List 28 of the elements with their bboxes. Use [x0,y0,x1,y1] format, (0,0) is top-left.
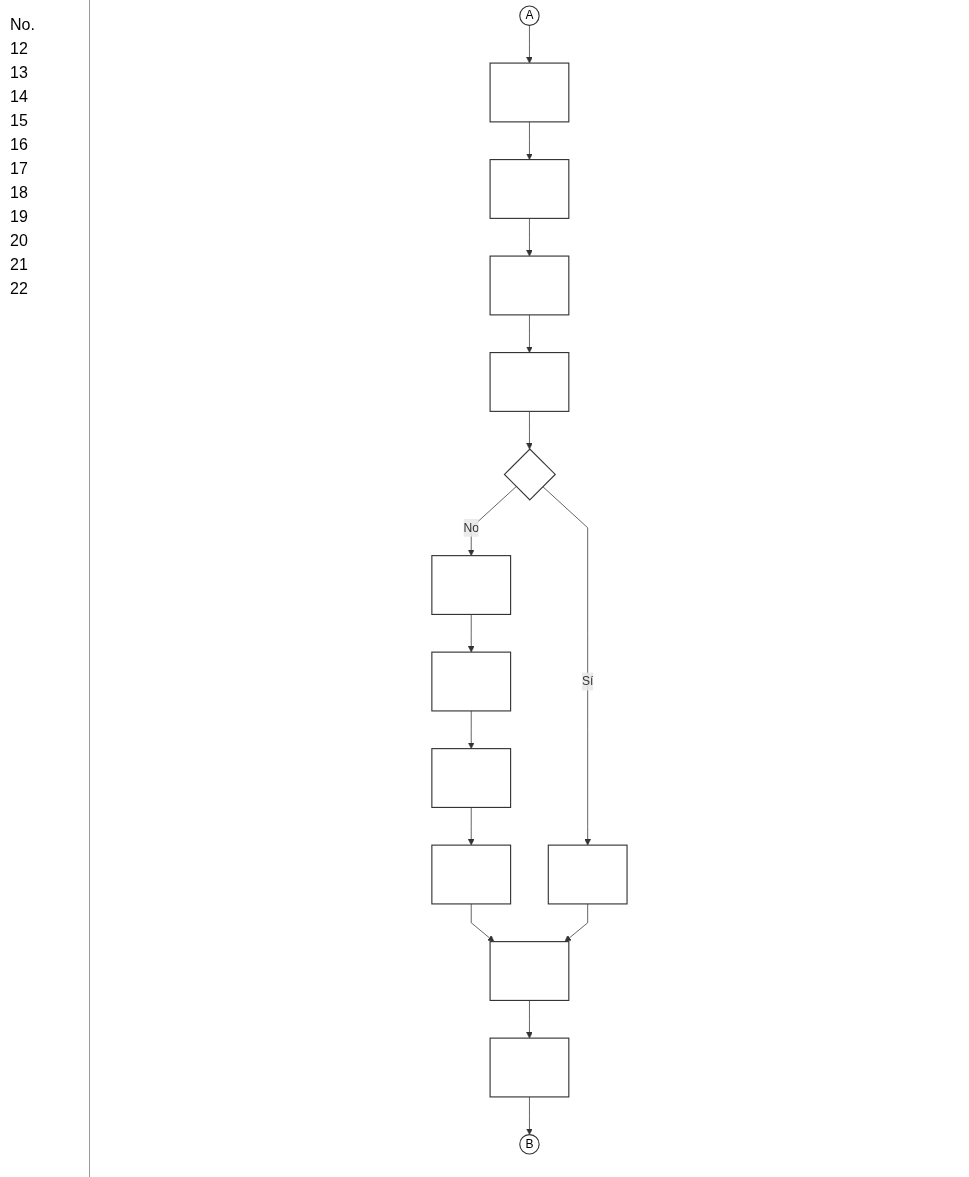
row-number: 14 [10,88,29,106]
node-box [431,651,512,712]
row-number: 13 [10,64,29,82]
node-box [431,555,512,615]
row-number: 16 [10,136,29,154]
node-box [489,159,570,219]
node-circle: A [519,5,540,26]
edge-label: Sí [582,674,594,688]
node-box [489,352,570,412]
node-box [489,1037,570,1098]
row-number: 18 [10,184,29,202]
row-number: 17 [10,160,29,178]
edge-label: No [463,520,479,534]
row-number: 21 [10,256,29,274]
column-header: No. [10,16,36,34]
node-box [489,941,570,1001]
row-number: 12 [10,40,29,58]
node-box [431,844,512,905]
node-box [547,844,628,905]
row-number: 20 [10,232,29,250]
row-number: 19 [10,208,29,226]
row-number: 22 [10,280,29,298]
node-box [489,255,570,316]
node-circle: B [519,1134,540,1155]
node-box [431,748,512,808]
node-box [489,62,570,123]
row-number: 15 [10,112,29,130]
node-diamond [503,448,557,501]
